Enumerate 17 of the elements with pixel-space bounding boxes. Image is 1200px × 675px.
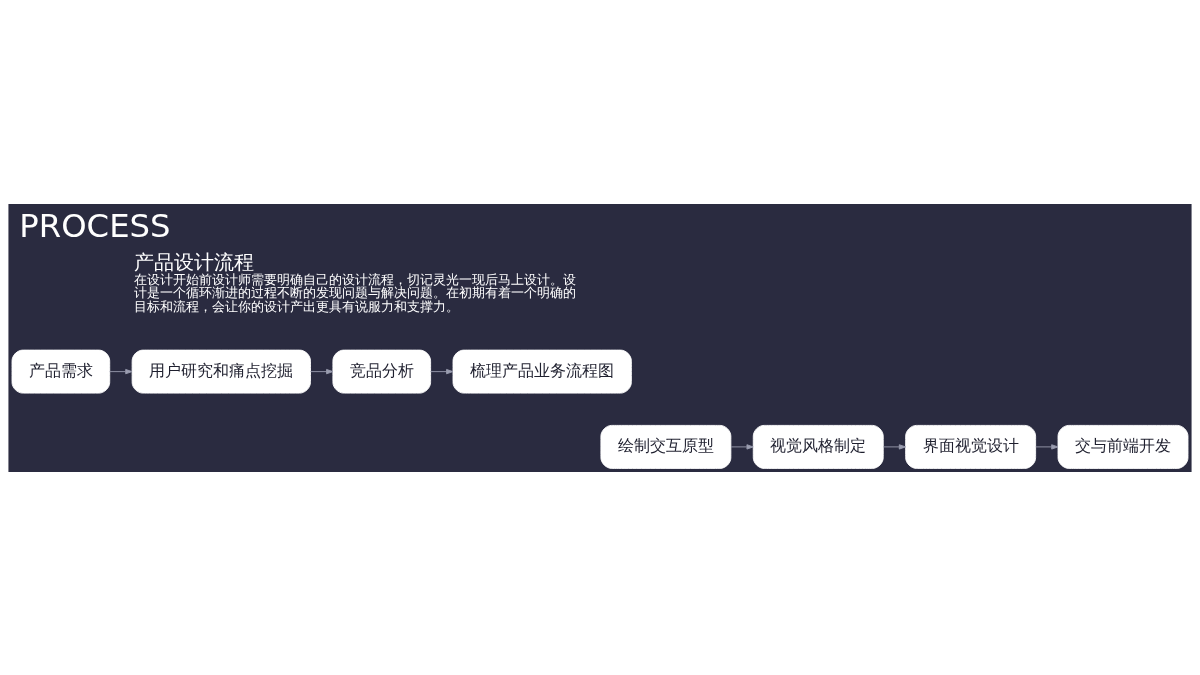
node-box: 绘制交互原型 [600,424,732,469]
node-box: 梳理产品业务流程图 [452,349,632,394]
node-box: 产品需求 [11,349,111,394]
arrow [310,368,334,374]
label: 在设计开始前设计师需要明确自己的设计流程，切记灵光一现后马上设计。设计是一个循环渐进的过程不断的发现问题与解决问题。在初期有着一个明确的目标和流程，会让你的设计产出更具有说服力和支撑力。 [133,271,576,314]
node-box: 竞品分析 [332,349,432,394]
arrow [730,443,754,450]
diagram-title: PROCESS [19,206,171,245]
arrow [882,443,907,450]
arrow [1035,443,1059,450]
label: 产品设计流程 [133,250,254,274]
node-box: 用户研究和痛点挖掘 [131,349,311,394]
node-box: 界面视觉设计 [905,424,1037,469]
arrow [430,368,454,374]
node-box: 视觉风格制定 [752,424,884,469]
node-box: 交与前端开发 [1057,424,1189,469]
arrow [109,368,133,374]
